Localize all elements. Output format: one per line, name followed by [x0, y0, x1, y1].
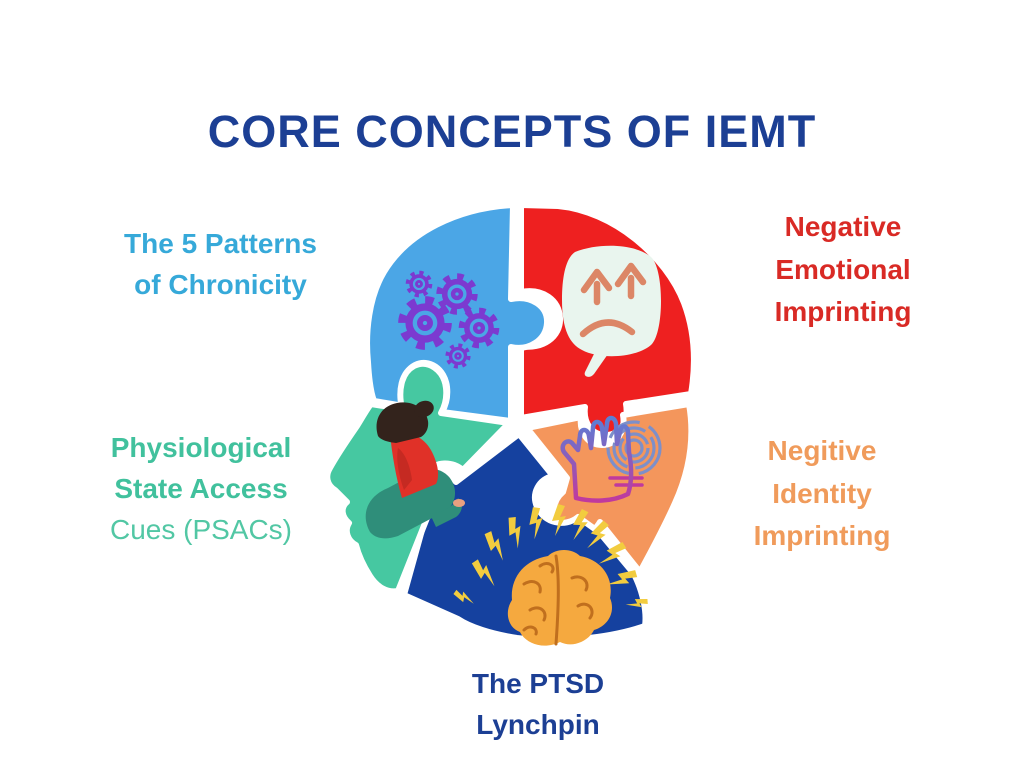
label-psacs: Physiological State Access Cues (PSACs) — [40, 428, 362, 551]
label-line: Lynchpin — [476, 708, 600, 740]
label-negitive-identity: Negitive Identity Imprinting — [713, 430, 931, 558]
label-line: The PTSD — [471, 668, 605, 699]
label-line: Imprinting — [753, 520, 891, 552]
label-line: Negative — [784, 211, 902, 242]
label-line: Identity — [772, 477, 872, 509]
label-line: The 5 Patterns — [124, 228, 317, 259]
label-negative-emotional: Negative Emotional Imprinting — [733, 206, 953, 334]
label-line: Cues (PSACs) — [109, 513, 293, 545]
label-ptsd-lynchpin: The PTSD Lynchpin — [424, 664, 652, 746]
sad-face-bubble-icon — [562, 245, 661, 377]
kneeling-person-icon — [365, 400, 465, 539]
label-line: Emotional — [775, 253, 911, 285]
label-five-patterns: The 5 Patterns of Chronicity — [58, 224, 383, 306]
label-line: State Access — [114, 472, 288, 504]
page-title: CORE CONCEPTS OF IEMT — [207, 106, 817, 157]
label-line: Negitive — [767, 435, 877, 466]
brain-lightning-icon — [452, 504, 650, 646]
label-line: of Chronicity — [134, 268, 307, 300]
label-line: Imprinting — [774, 296, 912, 328]
label-line: Physiological — [110, 432, 292, 463]
hand-fingerprint-icon — [560, 415, 662, 503]
